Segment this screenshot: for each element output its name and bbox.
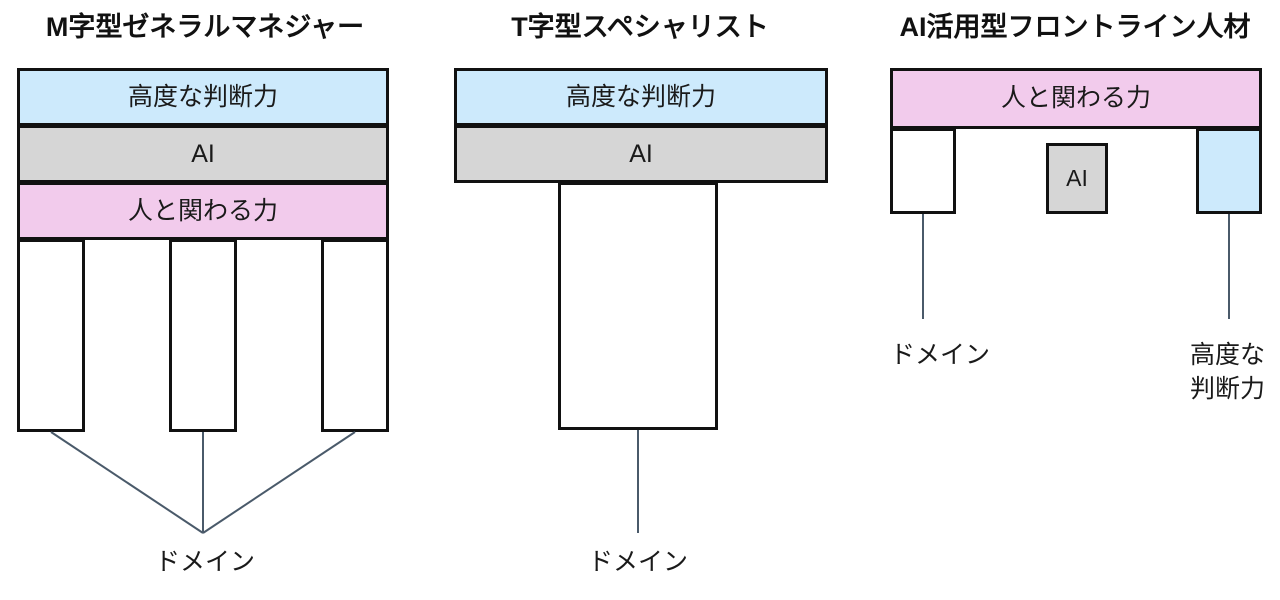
leg-judgment-f (1196, 128, 1262, 214)
leg-domain-t (558, 182, 718, 430)
layer-label: AI (191, 139, 215, 168)
panel-title-t-type: T字型スペシャリスト (511, 12, 769, 42)
layer-judgment-m: 高度な判断力 (17, 68, 389, 126)
leg-domain-1-m (17, 239, 85, 432)
caption-domain-m: ドメイン (154, 548, 255, 576)
layer-label: 高度な判断力 (127, 82, 278, 111)
layer-label: 人と関わる力 (1000, 84, 1151, 112)
caption-domain-f: ドメイン (889, 341, 990, 369)
leg-label: AI (1066, 165, 1088, 191)
leg-domain-2-m (169, 239, 237, 432)
caption-judgment-f: 高度な 判断力 (1189, 341, 1265, 403)
leg-domain-f (890, 128, 956, 214)
panel-title-ai-frontline: AI活用型フロントライン人材 (899, 12, 1251, 42)
layer-label: 人と関わる力 (127, 196, 278, 225)
layer-label: AI (629, 139, 653, 168)
panel-m-type: M字型ゼネラルマネジャー 高度な判断力 AI 人と関わる力 ドメイン (0, 0, 410, 600)
layer-label: 高度な判断力 (565, 82, 716, 111)
layer-ai-t: AI (454, 125, 828, 183)
panel-t-type: T字型スペシャリスト 高度な判断力 AI ドメイン (435, 0, 845, 600)
layer-ai-m: AI (17, 125, 389, 183)
layer-judgment-t: 高度な判断力 (454, 68, 828, 126)
layer-people-f: 人と関わる力 (890, 68, 1262, 129)
panel-title-m-type: M字型ゼネラルマネジャー (45, 12, 365, 42)
layer-people-m: 人と関わる力 (17, 182, 389, 240)
leg-domain-3-m (321, 239, 389, 432)
leg-ai-f: AI (1046, 143, 1108, 214)
caption-domain-t: ドメイン (587, 548, 688, 576)
panel-ai-frontline: AI活用型フロントライン人材 人と関わる力 AI ドメイン 高度な 判断力 (870, 0, 1280, 600)
